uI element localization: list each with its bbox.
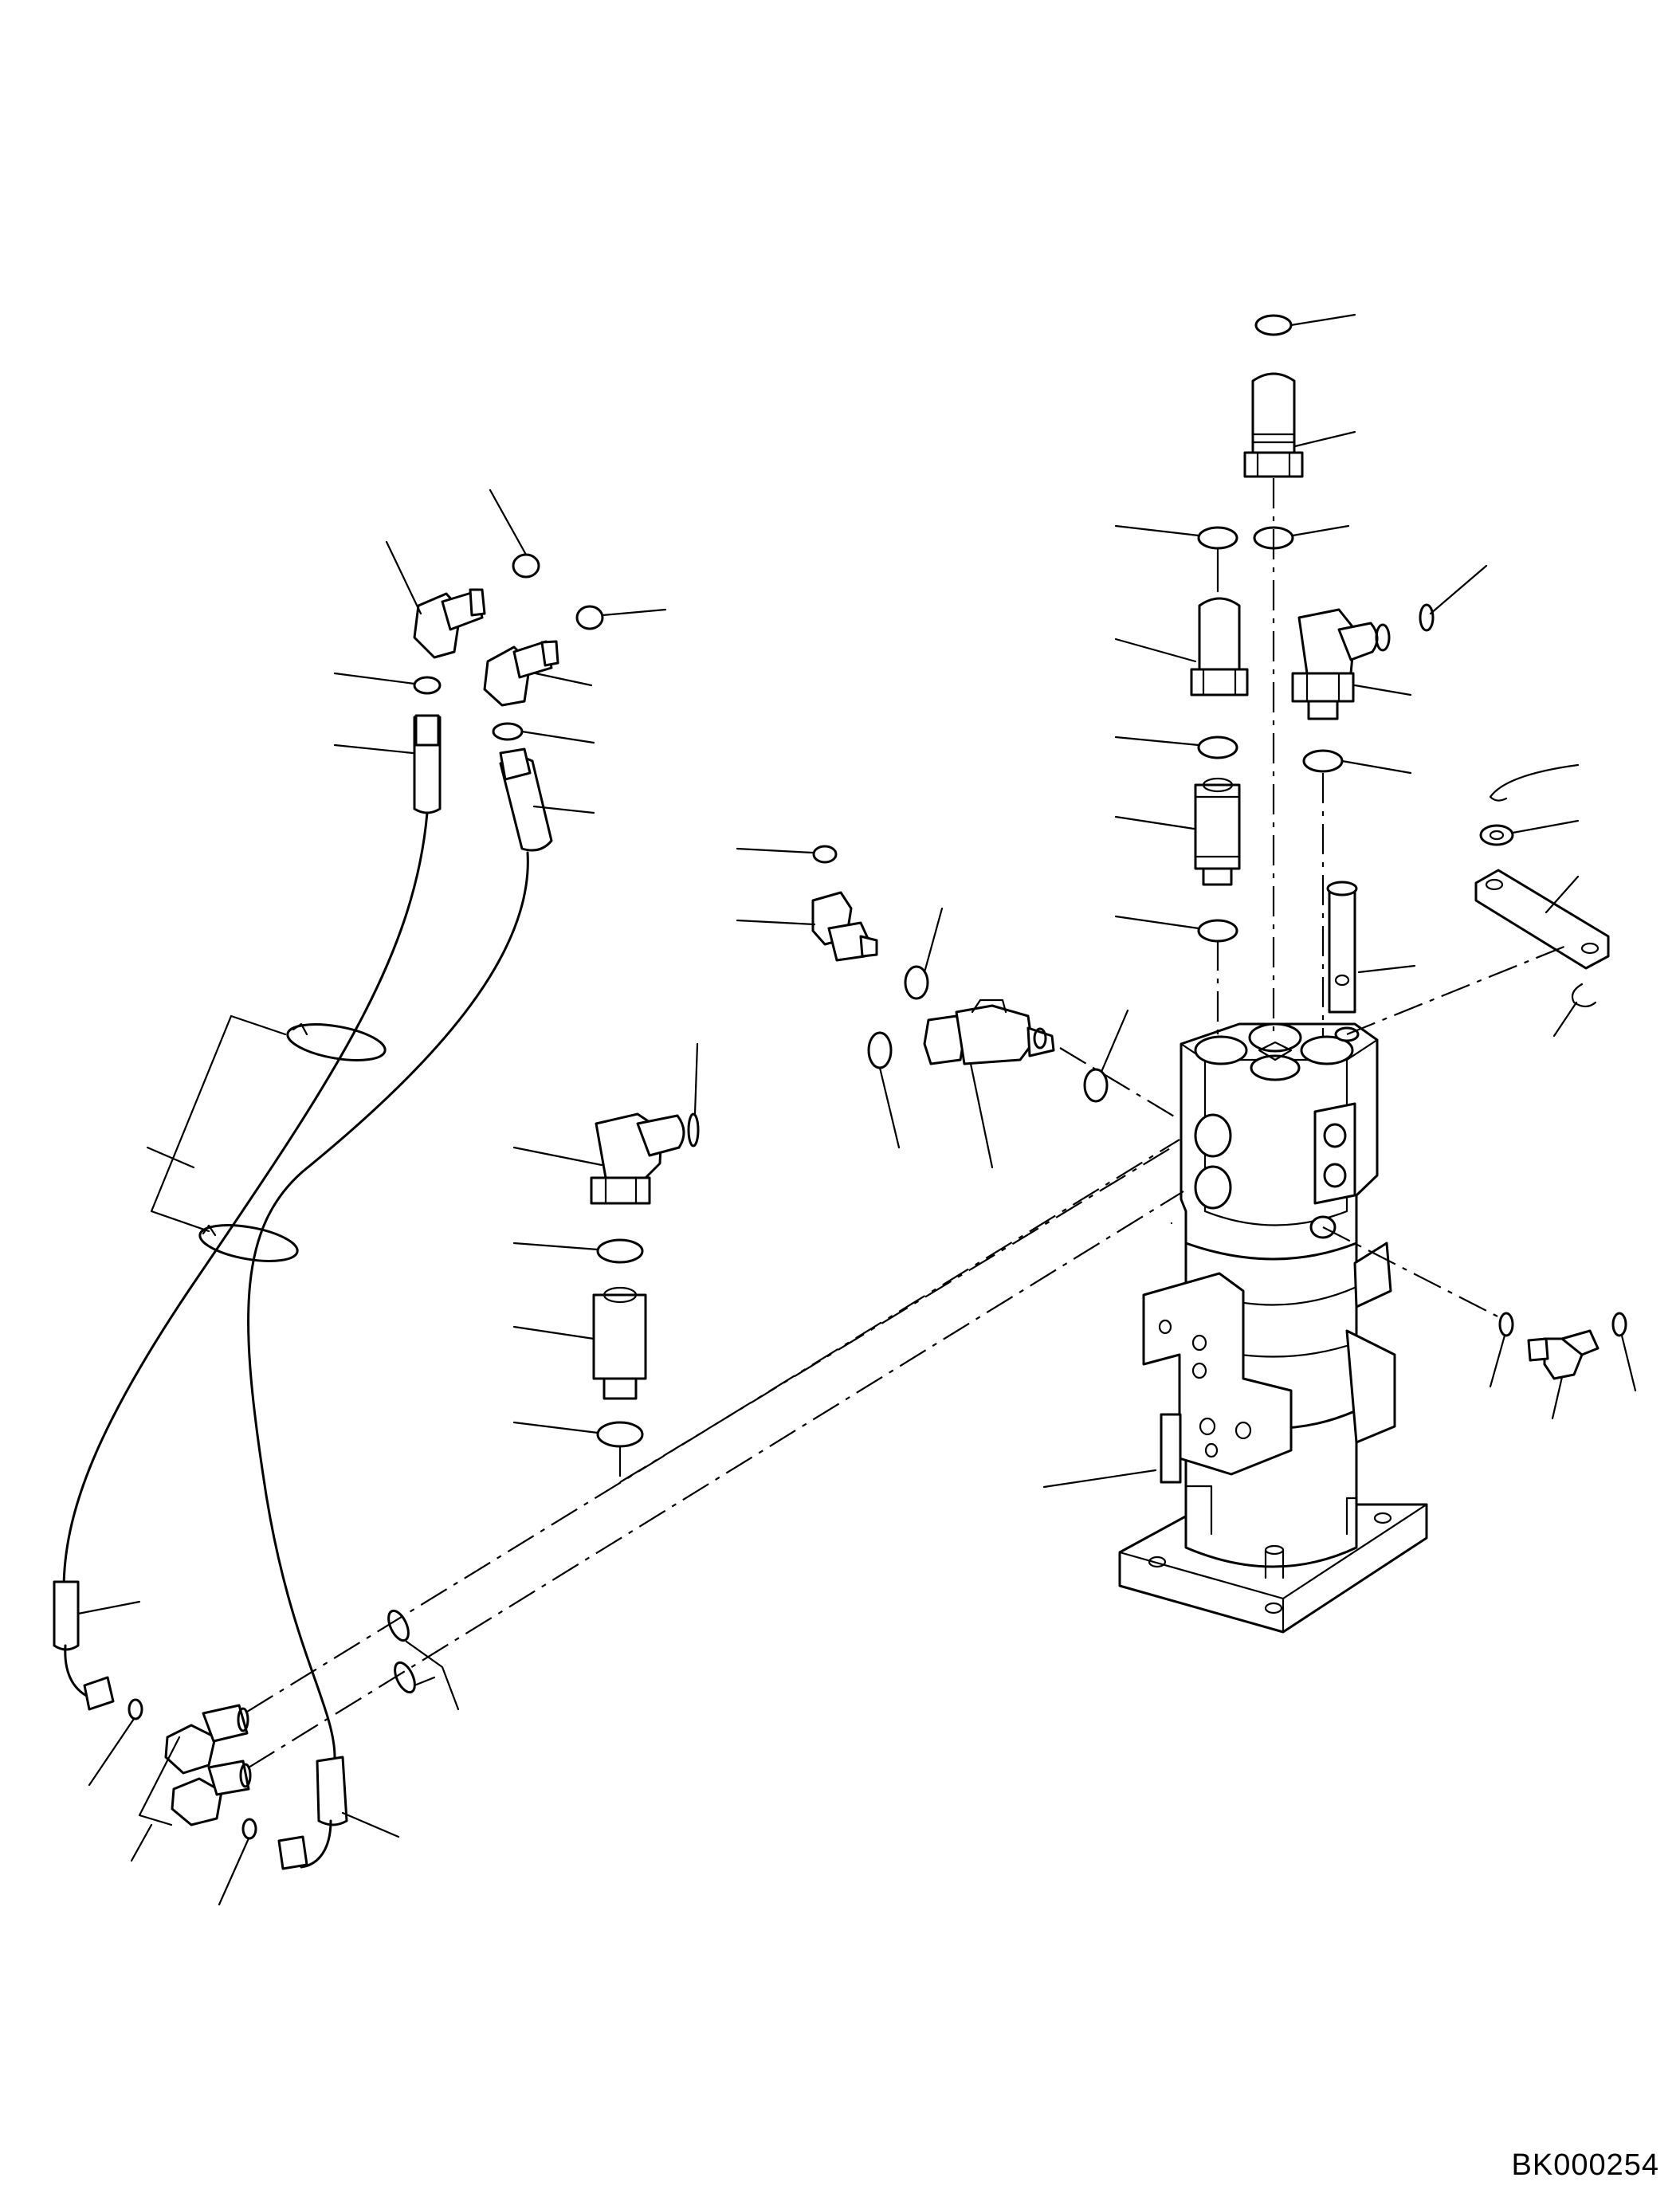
middle-fittings [736,845,1180,1169]
stopper-plate-group [1326,763,1610,1038]
swivel-joint [1042,1022,1428,1634]
right-elbow-stack [1291,564,1488,1036]
center-fitting-stack [1243,313,1356,1036]
drawing-number-label: BK000254 [1511,2148,1659,2182]
left-center-elbow-stack [512,1042,700,1482]
hose-assembly [53,811,529,1906]
left-center-stack [1114,524,1249,1036]
lower-right-elbow [1322,1226,1637,1420]
assembly-centerlines [246,1139,1184,1768]
left-top-hose-elbows [333,488,667,852]
